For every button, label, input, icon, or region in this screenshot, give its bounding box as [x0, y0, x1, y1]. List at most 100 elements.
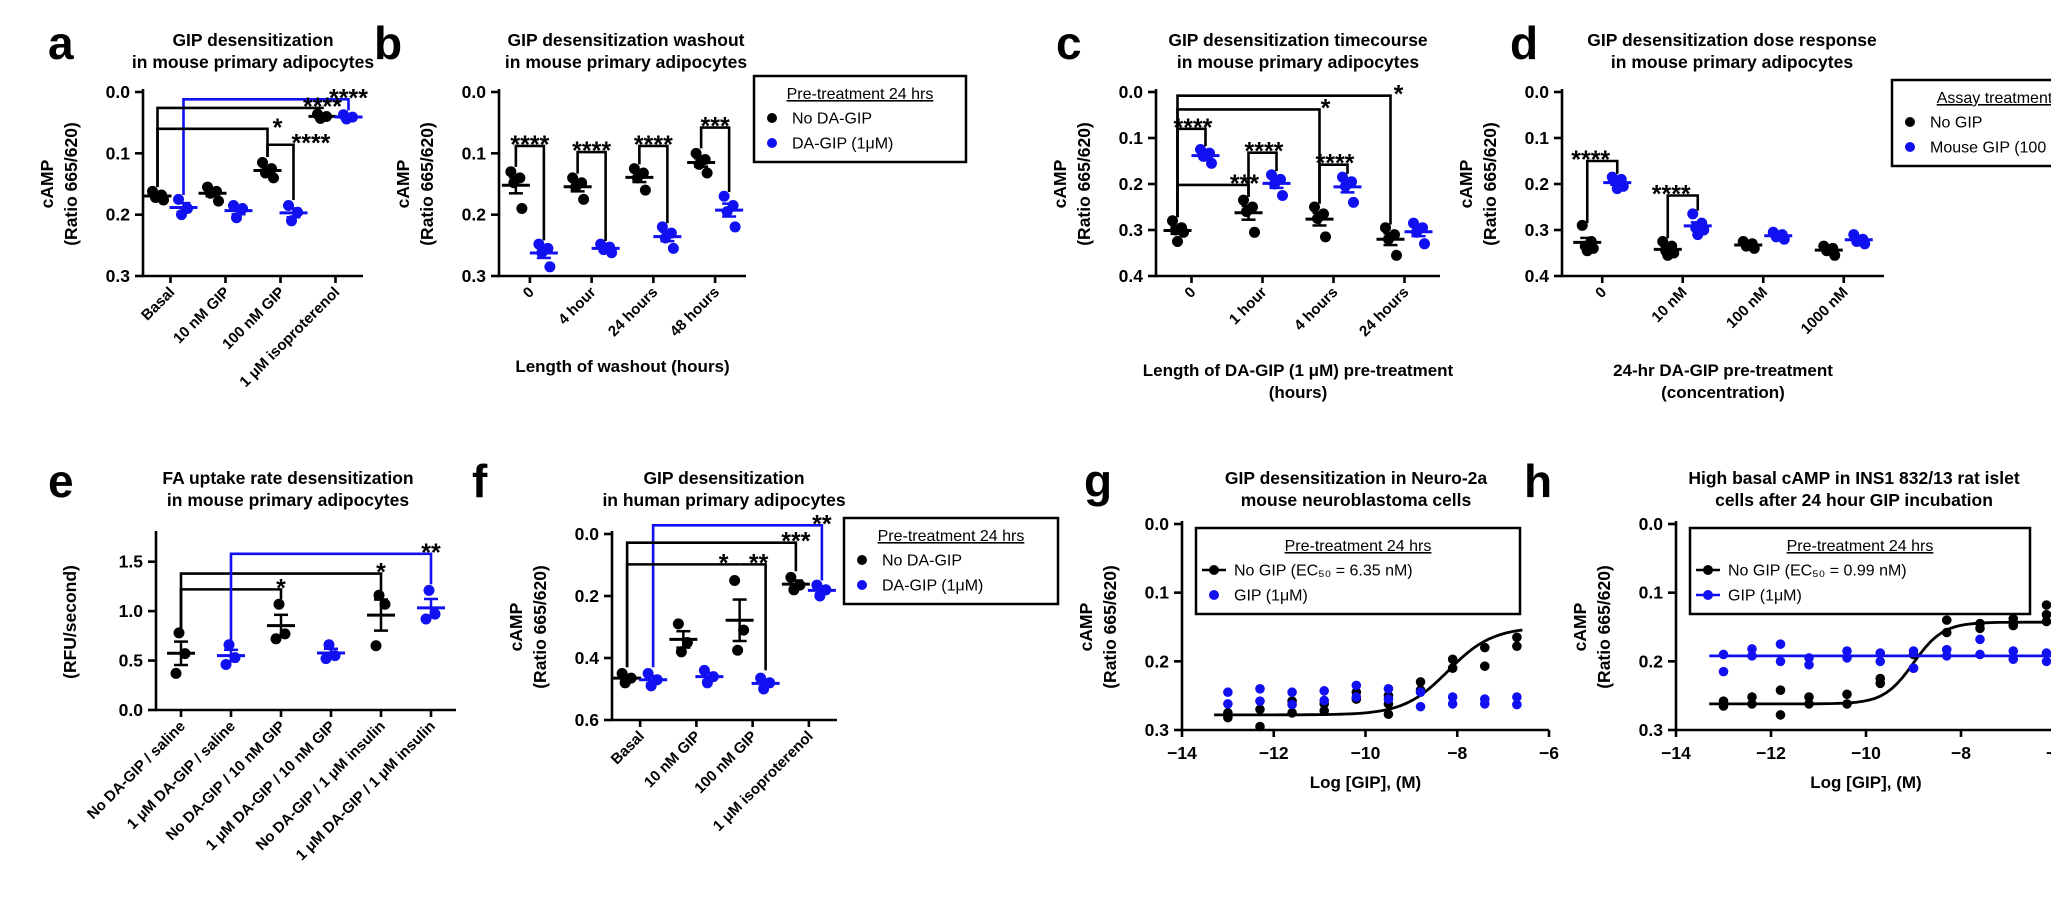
data-point — [220, 659, 232, 671]
legend-item-label: GIP (1μM) — [1728, 588, 1802, 605]
sig-stars: **** — [1174, 114, 1213, 142]
panel-f-title: GIP desensitization — [643, 468, 804, 488]
data-point — [533, 238, 545, 250]
sig-bracket — [739, 563, 767, 671]
data-point — [173, 627, 185, 639]
data-point — [341, 113, 352, 125]
data-point — [373, 589, 385, 601]
data-point — [1287, 687, 1297, 698]
data-point — [755, 672, 767, 684]
y-tick-label: 1.0 — [119, 601, 144, 621]
data-point — [729, 221, 741, 233]
data-point — [1178, 226, 1189, 238]
y-tick-label: 0.2 — [106, 205, 131, 225]
data-point — [1687, 208, 1699, 220]
data-point — [1206, 157, 1217, 169]
y-tick-label: 0.0 — [575, 524, 600, 544]
y-axis-label: (Ratio 665/620) — [417, 122, 437, 246]
sig-stars: **** — [1245, 138, 1284, 166]
data-point — [1198, 150, 1209, 162]
panel-letter-h: h — [1524, 455, 1553, 507]
legend-box — [752, 74, 968, 164]
y-tick-label: 0.2 — [1145, 651, 1170, 671]
panel-h-title: High basal cAMP in INS1 832/13 rat islet — [1688, 468, 2020, 488]
data-point — [237, 203, 248, 215]
data-point — [672, 618, 684, 630]
sig-stars: ** — [749, 549, 769, 577]
panel-e-title: FA uptake rate desensitization — [162, 468, 413, 488]
data-point — [1348, 196, 1359, 208]
x-tick-label: Basal — [138, 284, 178, 324]
sig-stars: **** — [1652, 181, 1691, 209]
legend-box — [842, 516, 1060, 606]
data-point — [1277, 190, 1288, 201]
panel-c-title: GIP desensitization timecourse — [1168, 30, 1428, 50]
data-point — [701, 677, 713, 689]
x-tick-label: 4 hours — [1291, 284, 1341, 334]
x-tick-label: 1 hour — [1226, 284, 1271, 329]
y-axis-label: cAMP — [37, 159, 57, 208]
y-tick-label: 0.3 — [106, 266, 131, 286]
data-point — [286, 215, 297, 227]
data-point — [516, 203, 528, 215]
data-point — [1908, 663, 1919, 673]
data-point — [1447, 699, 1458, 709]
data-point — [508, 177, 520, 189]
y-tick-label: 0.3 — [462, 266, 487, 286]
sig-bracket — [1176, 127, 1207, 218]
data-point — [1512, 692, 1522, 702]
data-point — [320, 653, 332, 665]
sig-stars: * — [376, 559, 386, 587]
panel-letter-g: g — [1084, 455, 1113, 507]
data-point — [788, 584, 800, 596]
data-point — [1319, 695, 1330, 706]
data-point — [1415, 701, 1426, 712]
data-point — [2041, 600, 2051, 610]
y-axis-label: cAMP — [1570, 602, 1590, 651]
legend-item-label: No DA-GIP — [882, 553, 962, 570]
data-point — [659, 232, 671, 244]
data-point — [701, 167, 713, 179]
data-point — [1747, 644, 1757, 654]
data-point — [639, 184, 651, 196]
y-tick-label: 0.1 — [1119, 128, 1144, 148]
data-point — [179, 648, 191, 660]
data-point — [257, 157, 268, 169]
sig-stars: * — [719, 549, 729, 577]
y-tick-label: 0.5 — [119, 651, 144, 671]
legend-item-label: No GIP (EC₅₀ = 6.35 nM) — [1234, 563, 1413, 580]
data-point — [1512, 632, 1522, 643]
sig-bracket — [514, 144, 546, 241]
data-point — [578, 193, 590, 205]
data-point — [1255, 696, 1265, 706]
data-point — [785, 571, 797, 583]
data-point — [1748, 242, 1760, 254]
panel-g-title: GIP desensitization in Neuro-2a — [1225, 468, 1488, 488]
y-tick-label: 0.0 — [1639, 514, 1664, 534]
y-tick-label: 0.2 — [575, 586, 600, 606]
data-point — [1309, 201, 1320, 213]
data-point — [1859, 238, 1871, 250]
y-tick-label: 0.0 — [119, 700, 144, 720]
data-point — [1287, 699, 1297, 710]
data-point — [628, 163, 640, 175]
data-point — [732, 644, 744, 656]
x-tick-label: 24 hours — [605, 284, 661, 340]
sig-bracket — [156, 127, 269, 188]
legend-title: Pre-treatment 24 hrs — [1285, 538, 1432, 555]
y-tick-label: 0.0 — [1525, 82, 1550, 102]
data-point — [229, 652, 241, 664]
y-tick-label: 0.1 — [1145, 583, 1170, 603]
data-point — [268, 172, 279, 184]
sig-bracket — [651, 524, 824, 668]
x-tick-label: 4 hour — [555, 284, 600, 329]
panel-e-title: in mouse primary adipocytes — [167, 490, 409, 510]
data-point — [1380, 222, 1391, 234]
data-point — [729, 575, 741, 586]
data-point — [1821, 245, 1833, 257]
data-point — [1238, 194, 1249, 206]
